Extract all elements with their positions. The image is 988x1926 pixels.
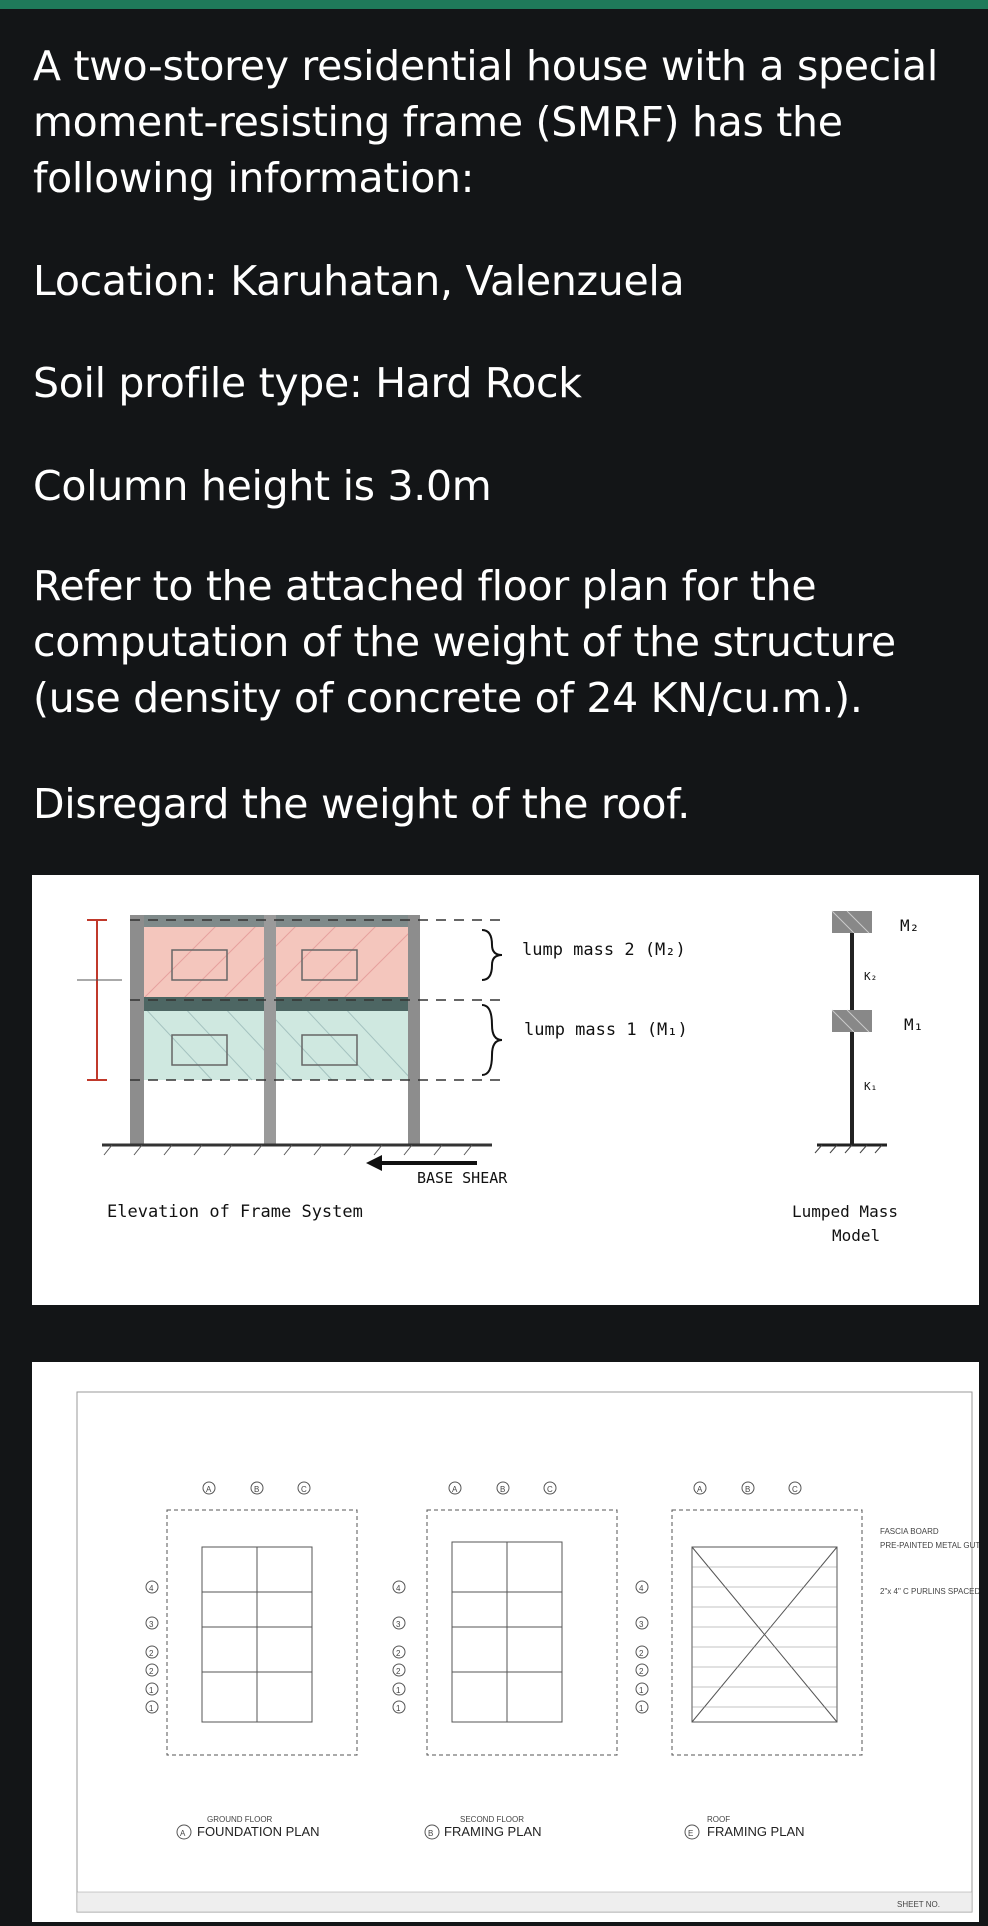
m1-label: M₁ xyxy=(904,1015,923,1034)
svg-text:2: 2 xyxy=(639,1667,644,1676)
svg-text:2: 2 xyxy=(639,1649,644,1658)
problem-intro: A two-storey residential house with a sp… xyxy=(33,38,973,206)
foundation-plan: A B C 4 3 2 2 1 1 A GROUND FLOOR FOUNDAT… xyxy=(145,1481,358,1840)
svg-text:A: A xyxy=(206,1485,212,1494)
svg-text:1: 1 xyxy=(639,1704,644,1713)
svg-text:2: 2 xyxy=(149,1667,154,1676)
svg-text:FOUNDATION PLAN: FOUNDATION PLAN xyxy=(197,1824,320,1839)
lumped-caption-2: Model xyxy=(832,1226,880,1245)
svg-text:2"x 4" C PURLINS SPACED @ 600: 2"x 4" C PURLINS SPACED @ 600 O.C. xyxy=(880,1587,979,1596)
elevation-figure: lump mass 2 (M₂) lump mass 1 (M₁) BASE S… xyxy=(32,875,979,1305)
svg-text:1: 1 xyxy=(396,1686,401,1695)
svg-text:B: B xyxy=(254,1485,259,1494)
svg-text:C: C xyxy=(547,1485,553,1494)
lump-mass-1-label: lump mass 1 (M₁) xyxy=(524,1020,688,1040)
svg-text:2: 2 xyxy=(149,1649,154,1658)
roof-framing-plan: A B C 4 3 2 2 1 1 E ROOF FRAMING PLAN FA… xyxy=(635,1481,988,1840)
soil-line: Soil profile type: Hard Rock xyxy=(33,359,582,407)
svg-text:C: C xyxy=(301,1485,307,1494)
svg-text:B: B xyxy=(745,1485,750,1494)
location-line: Location: Karuhatan, Valenzuela xyxy=(33,257,685,305)
lumped-caption-1: Lumped Mass xyxy=(792,1202,898,1221)
lump-mass-2-label: lump mass 2 (M₂) xyxy=(522,940,686,960)
svg-text:FRAMING PLAN: FRAMING PLAN xyxy=(707,1824,805,1839)
sheet-number-label: SHEET NO. xyxy=(897,1900,940,1909)
k1-label: K₁ xyxy=(864,1080,877,1093)
disregard-line: Disregard the weight of the roof. xyxy=(33,780,691,828)
m2-label: M₂ xyxy=(900,916,919,935)
second-floor-framing-plan: A B C 4 3 2 2 1 1 B SECOND FLOOR FRAMING… xyxy=(392,1481,618,1840)
svg-text:4: 4 xyxy=(149,1584,154,1593)
svg-text:A: A xyxy=(697,1485,703,1494)
elevation-drawing: lump mass 2 (M₂) lump mass 1 (M₁) BASE S… xyxy=(77,910,923,1245)
svg-text:PRE-PAINTED METAL GUTTER: PRE-PAINTED METAL GUTTER xyxy=(880,1541,979,1550)
svg-text:B: B xyxy=(500,1485,505,1494)
svg-text:SECOND FLOOR: SECOND FLOOR xyxy=(460,1815,524,1824)
svg-text:C: C xyxy=(792,1485,798,1494)
svg-text:2: 2 xyxy=(396,1667,401,1676)
svg-text:B: B xyxy=(428,1829,433,1838)
svg-text:3: 3 xyxy=(639,1620,644,1629)
floor-plan-figure: A B C 4 3 2 2 1 1 A GROUND FLOOR FOUNDAT… xyxy=(32,1362,988,1922)
svg-text:GROUND FLOOR: GROUND FLOOR xyxy=(207,1815,273,1824)
intro-text: A two-storey residential house with a sp… xyxy=(33,42,938,202)
svg-text:A: A xyxy=(180,1829,186,1838)
floor-plans-drawing: A B C 4 3 2 2 1 1 A GROUND FLOOR FOUNDAT… xyxy=(76,1391,988,1913)
svg-text:1: 1 xyxy=(149,1704,154,1713)
elevation-caption: Elevation of Frame System xyxy=(107,1202,363,1222)
column-height-line: Column height is 3.0m xyxy=(33,462,492,510)
svg-text:ROOF: ROOF xyxy=(707,1815,730,1824)
svg-text:4: 4 xyxy=(396,1584,401,1593)
svg-text:1: 1 xyxy=(396,1704,401,1713)
top-accent-bar xyxy=(0,0,988,9)
svg-text:FASCIA BOARD: FASCIA BOARD xyxy=(880,1527,939,1536)
refer-line: Refer to the attached floor plan for the… xyxy=(33,562,896,722)
k2-label: K₂ xyxy=(864,970,877,983)
svg-text:FRAMING PLAN: FRAMING PLAN xyxy=(444,1824,542,1839)
svg-text:3: 3 xyxy=(149,1620,154,1629)
svg-text:4: 4 xyxy=(639,1584,644,1593)
svg-text:3: 3 xyxy=(396,1620,401,1629)
svg-text:1: 1 xyxy=(149,1686,154,1695)
svg-text:E: E xyxy=(688,1829,693,1838)
base-shear-label: BASE SHEAR xyxy=(417,1169,508,1187)
svg-text:1: 1 xyxy=(639,1686,644,1695)
svg-text:A: A xyxy=(452,1485,458,1494)
svg-text:2: 2 xyxy=(396,1649,401,1658)
